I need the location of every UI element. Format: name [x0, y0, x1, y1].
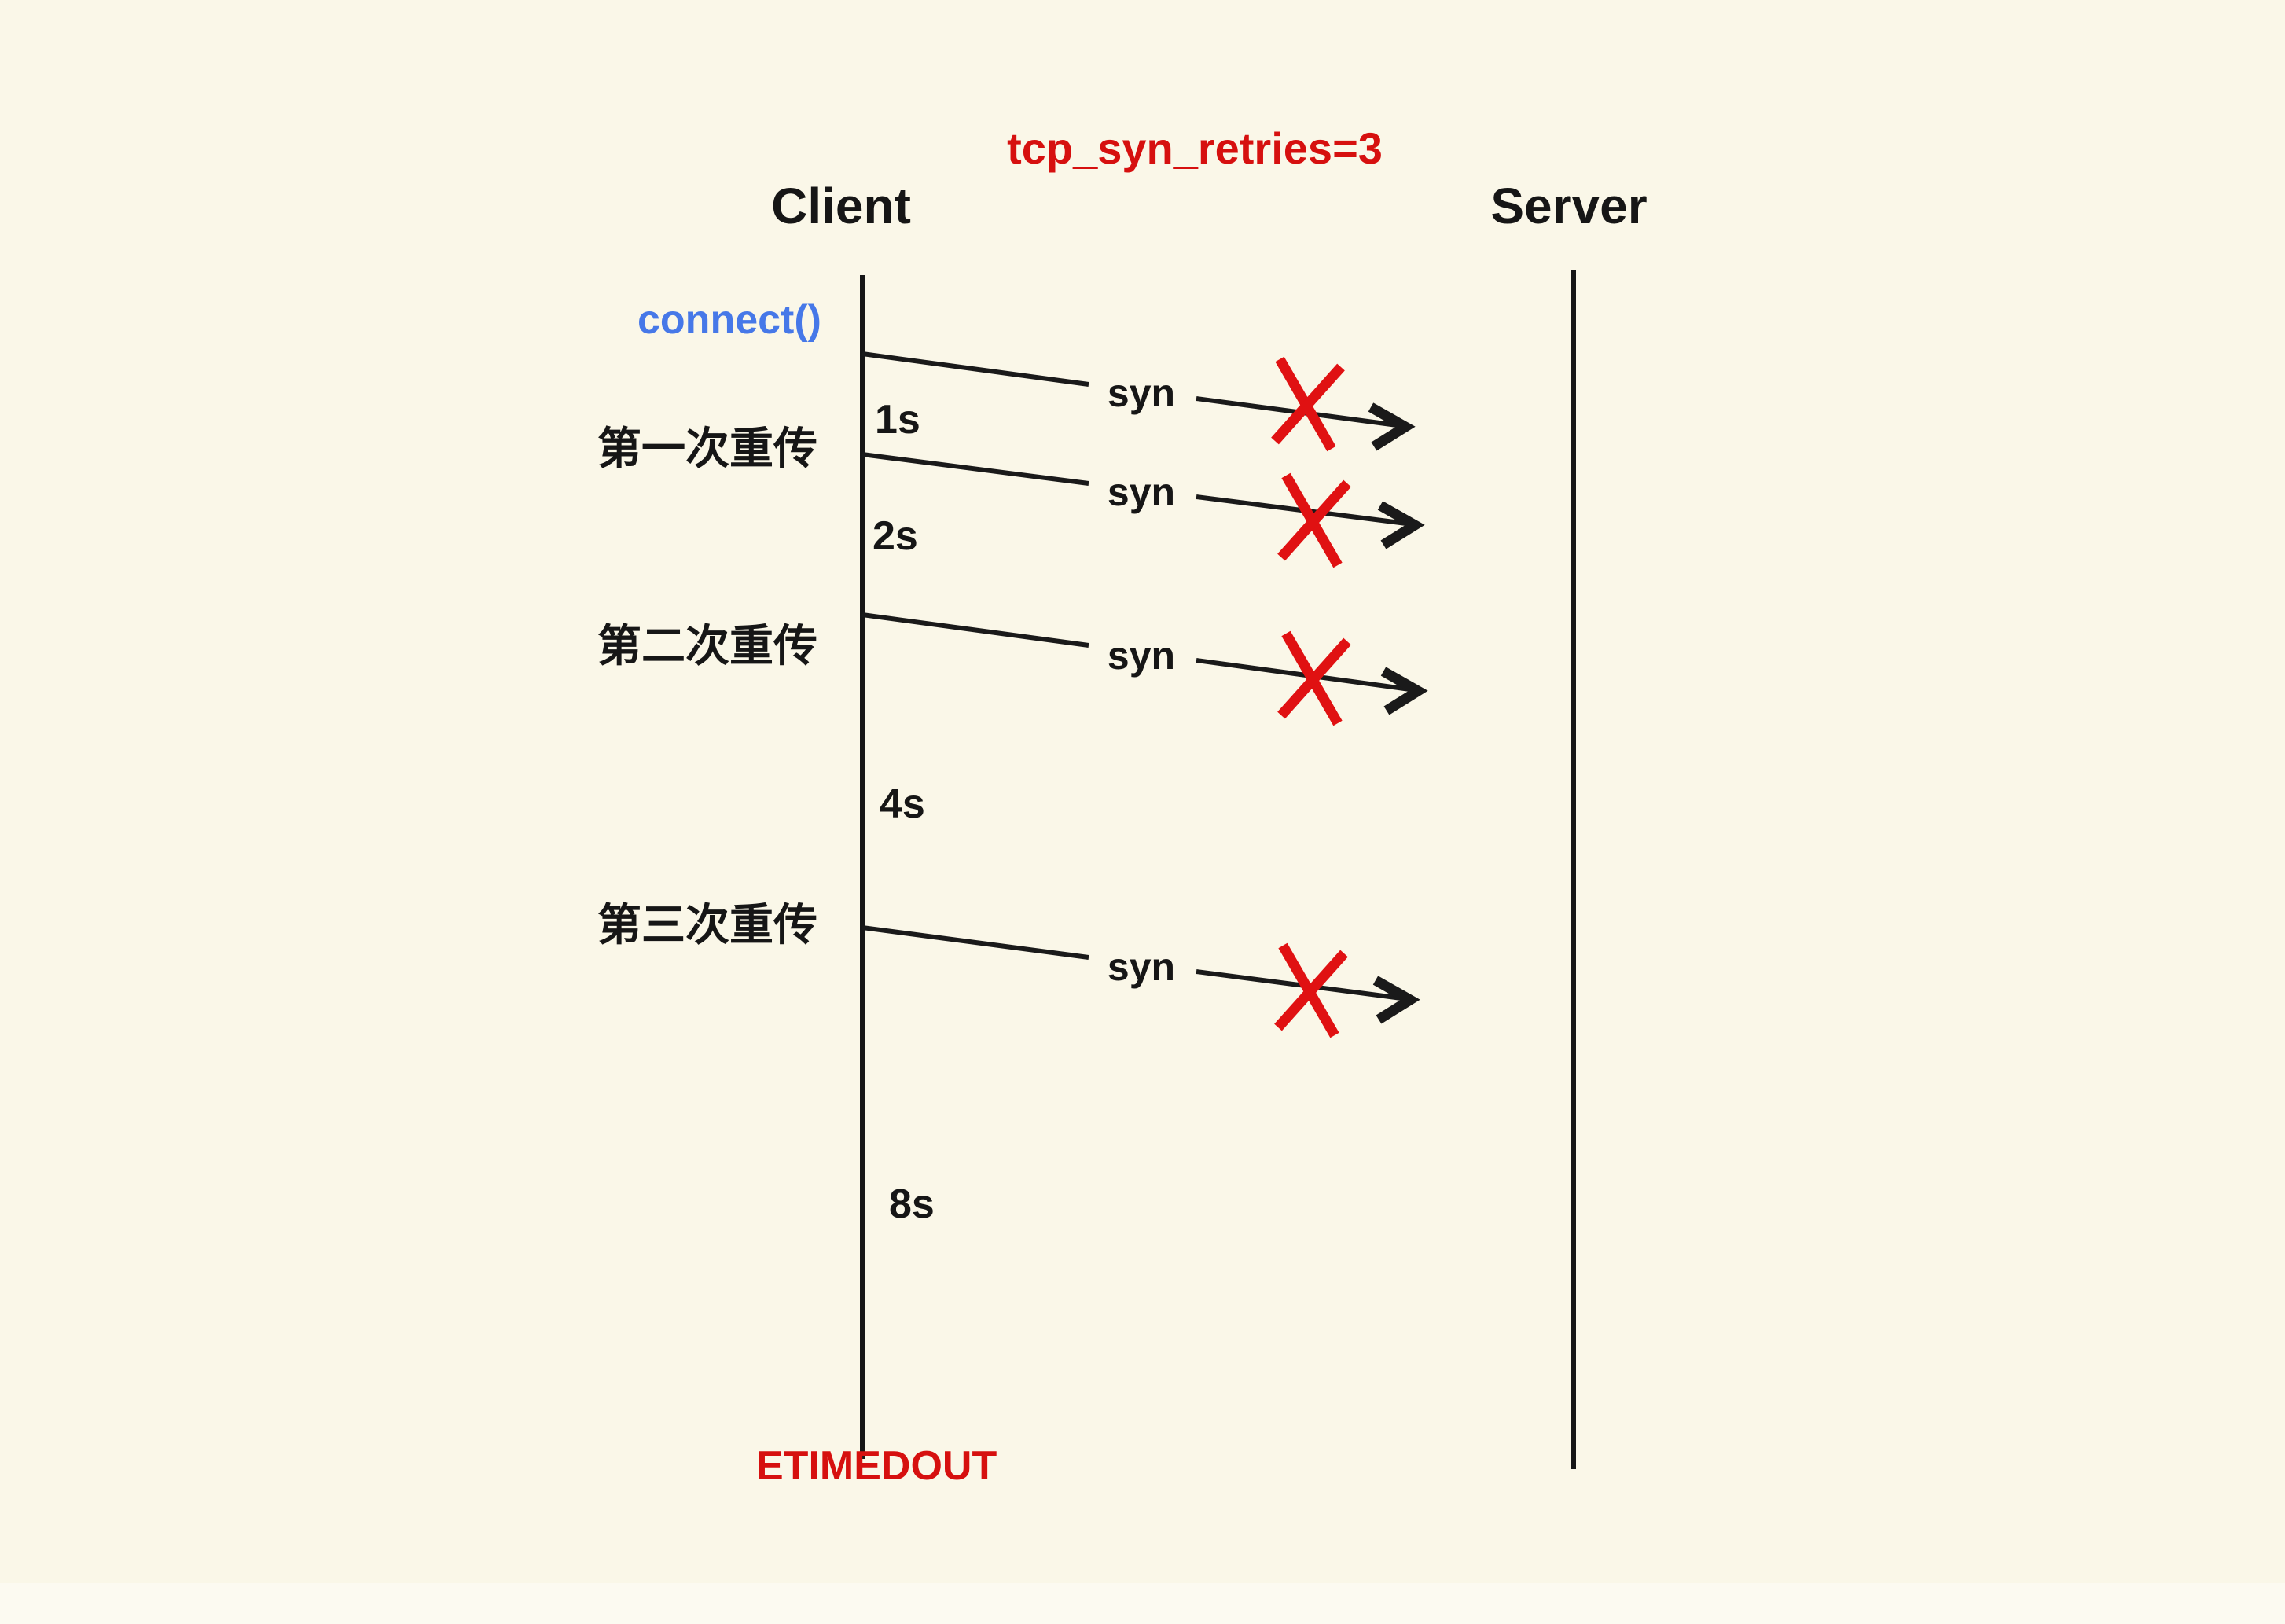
syn-arrow-2-line-left: [861, 452, 1089, 486]
x-stroke: [1271, 363, 1345, 445]
retransmission-label-3: 第三次重传: [597, 900, 817, 950]
syn-arrow-2-arrowhead-icon: [1377, 501, 1425, 549]
packet-lost-x-icon-2: [1277, 472, 1351, 568]
syn-label-2: syn: [1108, 470, 1175, 514]
timeout-label-8s: 8s: [889, 1181, 935, 1227]
syn-arrow-1-line-left: [861, 351, 1089, 387]
syn-arrow-4: syn: [861, 925, 1420, 1038]
x-stroke: [1274, 950, 1348, 1031]
syn-label-1: syn: [1108, 371, 1175, 415]
packet-lost-x-icon-4: [1274, 942, 1348, 1038]
timeout-label-1s: 1s: [875, 397, 920, 443]
syn-arrow-1: syn: [861, 351, 1416, 452]
syn-arrow-4-line-left: [861, 925, 1089, 960]
syn-label-4: syn: [1108, 945, 1175, 989]
canvas-bottom-strip: [0, 1583, 2285, 1624]
syn-arrow-4-arrowhead-icon: [1372, 976, 1420, 1024]
participant-client: Client: [771, 178, 911, 234]
syn-arrow-3-line-left: [861, 612, 1089, 648]
timeout-label-4s: 4s: [880, 781, 925, 827]
retransmission-label-2: 第二次重传: [597, 621, 817, 671]
retransmission-label-1: 第一次重传: [597, 424, 817, 473]
connect-call-label: connect(): [637, 297, 821, 343]
packet-lost-x-icon-1: [1271, 356, 1345, 452]
syn-arrow-1-arrowhead-icon: [1368, 402, 1416, 451]
syn-arrow-2: syn: [861, 452, 1425, 568]
syn-label-3: syn: [1108, 634, 1175, 678]
etimedout-label: ETIMEDOUT: [756, 1443, 997, 1489]
participant-server: Server: [1490, 178, 1647, 234]
x-stroke: [1277, 479, 1351, 561]
syn-arrow-3-arrowhead-icon: [1380, 667, 1428, 715]
timeout-label-2s: 2s: [872, 513, 918, 559]
packet-lost-x-icon-3: [1277, 630, 1351, 726]
diagram-title: tcp_syn_retries=3: [1007, 123, 1383, 173]
syn-arrow-3: syn: [861, 612, 1428, 726]
x-stroke: [1277, 637, 1351, 719]
